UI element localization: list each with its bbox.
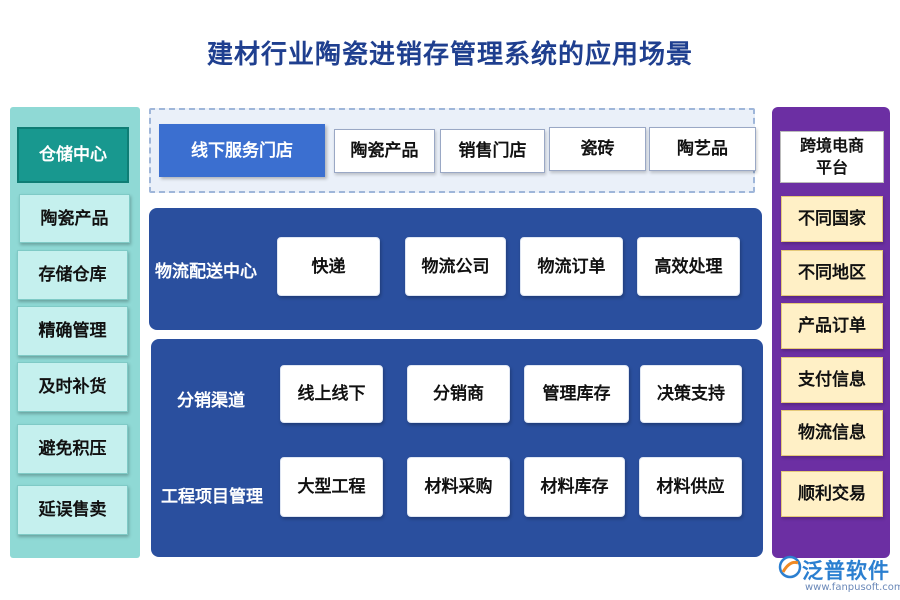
- logistics-item: 物流订单: [520, 237, 623, 296]
- engineering-item: 材料采购: [407, 457, 510, 517]
- warehouse-item: 存储仓库: [17, 250, 128, 300]
- distribution-item: 决策支持: [640, 365, 742, 423]
- logistics-item: 高效处理: [637, 237, 740, 296]
- warehouse-item: 及时补货: [17, 362, 128, 412]
- offline-store-item: 销售门店: [440, 129, 545, 173]
- warehouse-item: 精确管理: [17, 306, 128, 356]
- engineering-item: 大型工程: [280, 457, 383, 517]
- logistics-item: 快递: [277, 237, 380, 296]
- logistics-item: 物流公司: [405, 237, 506, 296]
- logistics-label: 物流配送中心: [155, 262, 257, 282]
- warehouse-item: 陶瓷产品: [19, 194, 130, 243]
- cross-border-item: 物流信息: [781, 410, 883, 456]
- cross-border-item: 顺利交易: [781, 471, 883, 517]
- distribution-item: 线上线下: [280, 365, 383, 423]
- distribution-item: 管理库存: [524, 365, 629, 423]
- brand-name: 泛普软件: [802, 559, 890, 583]
- brand-logo: 泛普软件 www.fanpusoft.com: [778, 552, 900, 598]
- brand-url: www.fanpusoft.com: [805, 582, 900, 593]
- page-title: 建材行业陶瓷进销存管理系统的应用场景: [206, 40, 693, 70]
- offline-store-item: 瓷砖: [549, 127, 646, 171]
- offline-store-item: 陶艺品: [649, 127, 756, 171]
- warehouse-header: 仓储中心: [17, 127, 129, 183]
- engineering-label: 工程项目管理: [161, 487, 263, 507]
- engineering-item: 材料供应: [639, 457, 742, 517]
- distribution-label: 分销渠道: [177, 391, 245, 411]
- engineering-item: 材料库存: [524, 457, 625, 517]
- cross-border-item: 不同国家: [781, 196, 883, 242]
- distribution-engineering-panel: 分销渠道 线上线下 分销商 管理库存 决策支持 工程项目管理 大型工程 材料采购…: [151, 339, 763, 557]
- cross-border-header: 跨境电商平台: [780, 131, 884, 183]
- offline-store-panel: 线下服务门店 陶瓷产品 销售门店 瓷砖 陶艺品: [149, 108, 756, 193]
- cross-border-item: 支付信息: [781, 357, 883, 403]
- cross-border-panel: 跨境电商平台 不同国家 不同地区 产品订单 支付信息 物流信息 顺利交易: [772, 107, 890, 558]
- cross-border-item: 不同地区: [781, 250, 883, 296]
- offline-store-item: 陶瓷产品: [334, 129, 435, 173]
- cross-border-item: 产品订单: [781, 303, 883, 349]
- warehouse-item: 延误售卖: [17, 485, 128, 535]
- distribution-item: 分销商: [407, 365, 510, 423]
- offline-store-header: 线下服务门店: [159, 124, 325, 177]
- warehouse-panel: 仓储中心 陶瓷产品 存储仓库 精确管理 及时补货 避免积压 延误售卖: [10, 107, 140, 558]
- warehouse-item: 避免积压: [17, 424, 128, 474]
- logistics-panel: 物流配送中心 快递 物流公司 物流订单 高效处理: [149, 208, 762, 330]
- brand-logo-icon: [778, 555, 802, 579]
